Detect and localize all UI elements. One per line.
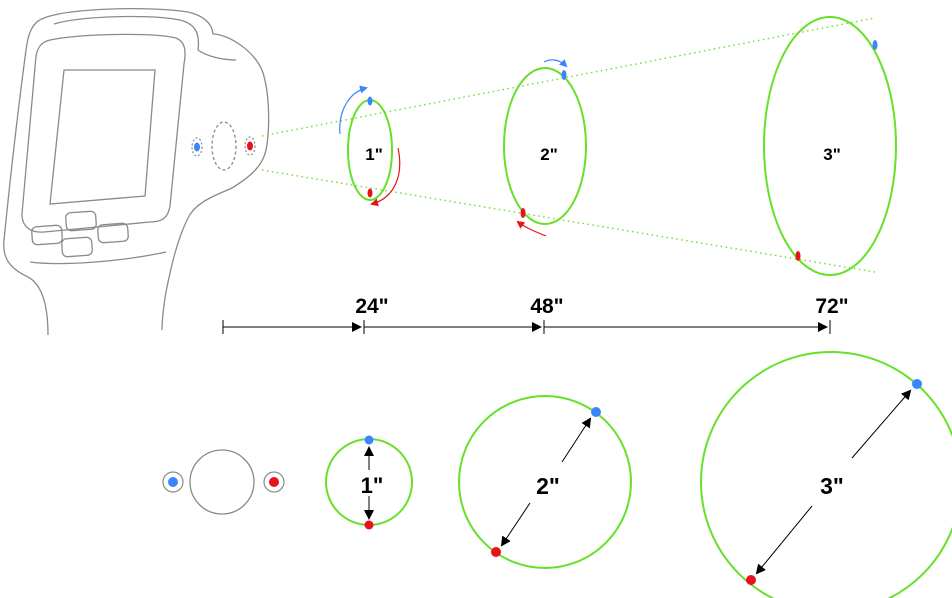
distance-axis: 24" 48" 72" [222, 295, 849, 334]
spot-label: 2" [540, 145, 558, 164]
laser-dot-icon [746, 575, 756, 585]
top-spot-3: 3" [763, 16, 897, 276]
rotation-arrow-icon [370, 147, 401, 207]
laser-dot-icon [367, 188, 373, 198]
laser-dot-icon [364, 435, 374, 445]
distance-label: 24" [355, 295, 388, 318]
rotation-arrow-icon [543, 58, 568, 68]
top-spot-2: 2" [503, 58, 587, 237]
laser-dot-icon [269, 477, 279, 487]
diameter-arrow-icon [561, 417, 592, 463]
front-view-sensor [162, 449, 285, 515]
laser-port-left [191, 137, 203, 157]
laser-dot-icon [520, 208, 526, 218]
diameter-arrow-icon [755, 505, 813, 575]
spot-label: 1" [361, 473, 384, 498]
spot-label: 1" [365, 145, 383, 164]
front-spot-3: 3" [700, 351, 952, 598]
laser-dot-icon [168, 477, 178, 487]
sensor-lens-icon [189, 449, 255, 515]
diameter-arrow-icon [851, 389, 912, 459]
laser-dot-icon [795, 251, 801, 261]
laser-dot-icon [364, 520, 374, 530]
laser-dot-icon [591, 407, 601, 417]
laser-dot-icon [912, 379, 922, 389]
laser-beams [261, 17, 876, 273]
laser-port-right [263, 471, 285, 493]
spot-label: 2" [536, 473, 560, 499]
top-spot-1: 1" [339, 85, 401, 207]
laser-port-left [162, 471, 184, 493]
laser-dot-icon [247, 141, 253, 151]
sensor-lens-icon [211, 121, 237, 171]
laser-dot-icon [872, 40, 878, 50]
front-spot-2: 2" [458, 395, 632, 569]
rotation-arrow-icon [339, 85, 368, 135]
spot-label: 3" [820, 473, 844, 499]
spot-label: 3" [823, 145, 841, 164]
diameter-arrow-icon [500, 502, 531, 547]
distance-label: 72" [815, 295, 848, 318]
laser-dot-icon [561, 70, 567, 80]
thermometer-device-icon [3, 7, 270, 336]
laser-dot-icon [194, 142, 200, 152]
laser-port-right [244, 136, 256, 156]
distance-label: 48" [530, 295, 563, 318]
laser-dot-icon [367, 96, 373, 106]
laser-dot-icon [491, 547, 501, 557]
front-spot-1: 1" [325, 435, 413, 530]
rotation-arrow-icon [516, 220, 547, 237]
